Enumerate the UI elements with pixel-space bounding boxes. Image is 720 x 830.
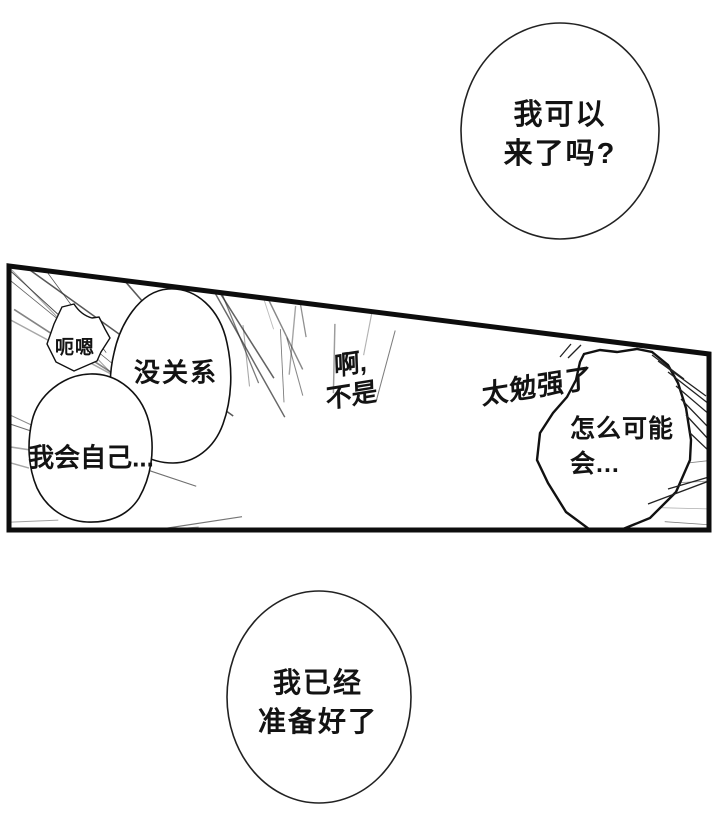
panel-border [6, 263, 712, 533]
speech-bubble-ready [226, 590, 412, 804]
speech-bubble-uh [46, 303, 111, 372]
bubble-text-nevermind: 没关系 [133, 357, 219, 388]
corner-hatch-lines [559, 343, 707, 505]
bubble-text-myself: 我会自己... [28, 442, 154, 473]
bubble-text-top-line1: 我可以 [513, 99, 607, 131]
speech-bubble-myself [28, 373, 153, 523]
bubble-text-top: 我可以 来了吗? [504, 96, 617, 174]
bubble-text-uh: 呃嗯 [54, 337, 96, 359]
speech-bubble-how-could [535, 347, 693, 528]
bubble-text-how-could-line2: 会... [570, 450, 620, 478]
bubble-text-ready: 我已经 准备好了 [258, 663, 378, 741]
bubble-text-ready-line1: 我已经 [272, 667, 364, 698]
bubble-text-how-could-line1: 怎么可能 [570, 415, 675, 443]
bubble-text-how-could: 怎么可能 会... [570, 412, 674, 482]
shout-text-ah: 啊, 不是 [324, 345, 378, 416]
speech-bubble-top [460, 22, 660, 240]
bubble-text-ready-line2: 准备好了 [257, 706, 379, 737]
bubble-text-top-line2: 来了吗? [503, 138, 617, 170]
